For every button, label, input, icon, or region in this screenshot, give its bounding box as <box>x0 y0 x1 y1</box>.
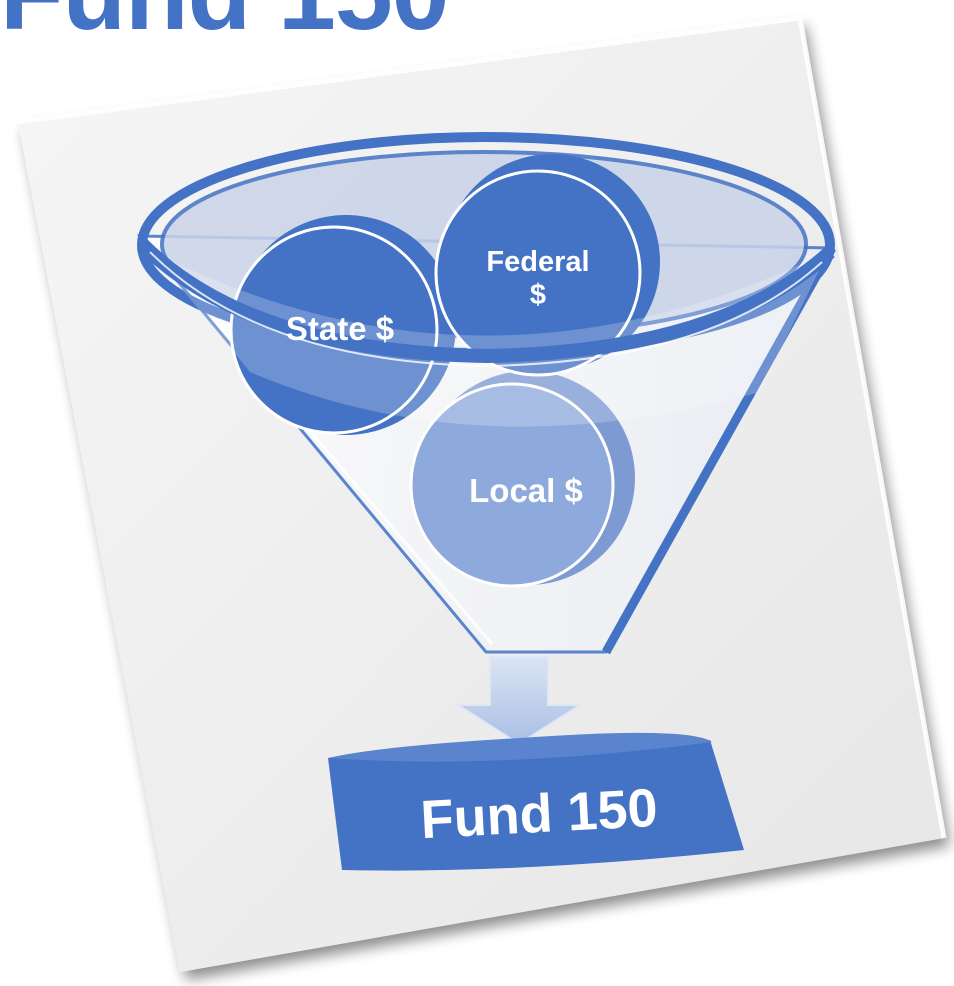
local-circle <box>409 382 615 588</box>
page-title: Fund 150 <box>0 0 450 46</box>
local-label: Local $ <box>469 472 583 509</box>
federal-label-line2: $ <box>530 279 546 311</box>
fund-cylinder-top <box>328 732 712 762</box>
state-label: State $ <box>286 310 394 347</box>
funnel-right-edge <box>602 245 836 655</box>
federal-circle <box>434 169 642 377</box>
fund-cylinder-body <box>328 740 744 871</box>
state-circle <box>229 225 439 435</box>
down-arrow <box>454 656 584 746</box>
funnel-rim-front <box>137 239 835 364</box>
federal-label-line1: Federal <box>486 246 589 278</box>
card-bevel <box>17 15 947 839</box>
funnel-rim-front-highlight <box>149 251 823 368</box>
funnel-front-overlay <box>150 250 828 427</box>
fund-label: Fund 150 <box>419 778 659 850</box>
